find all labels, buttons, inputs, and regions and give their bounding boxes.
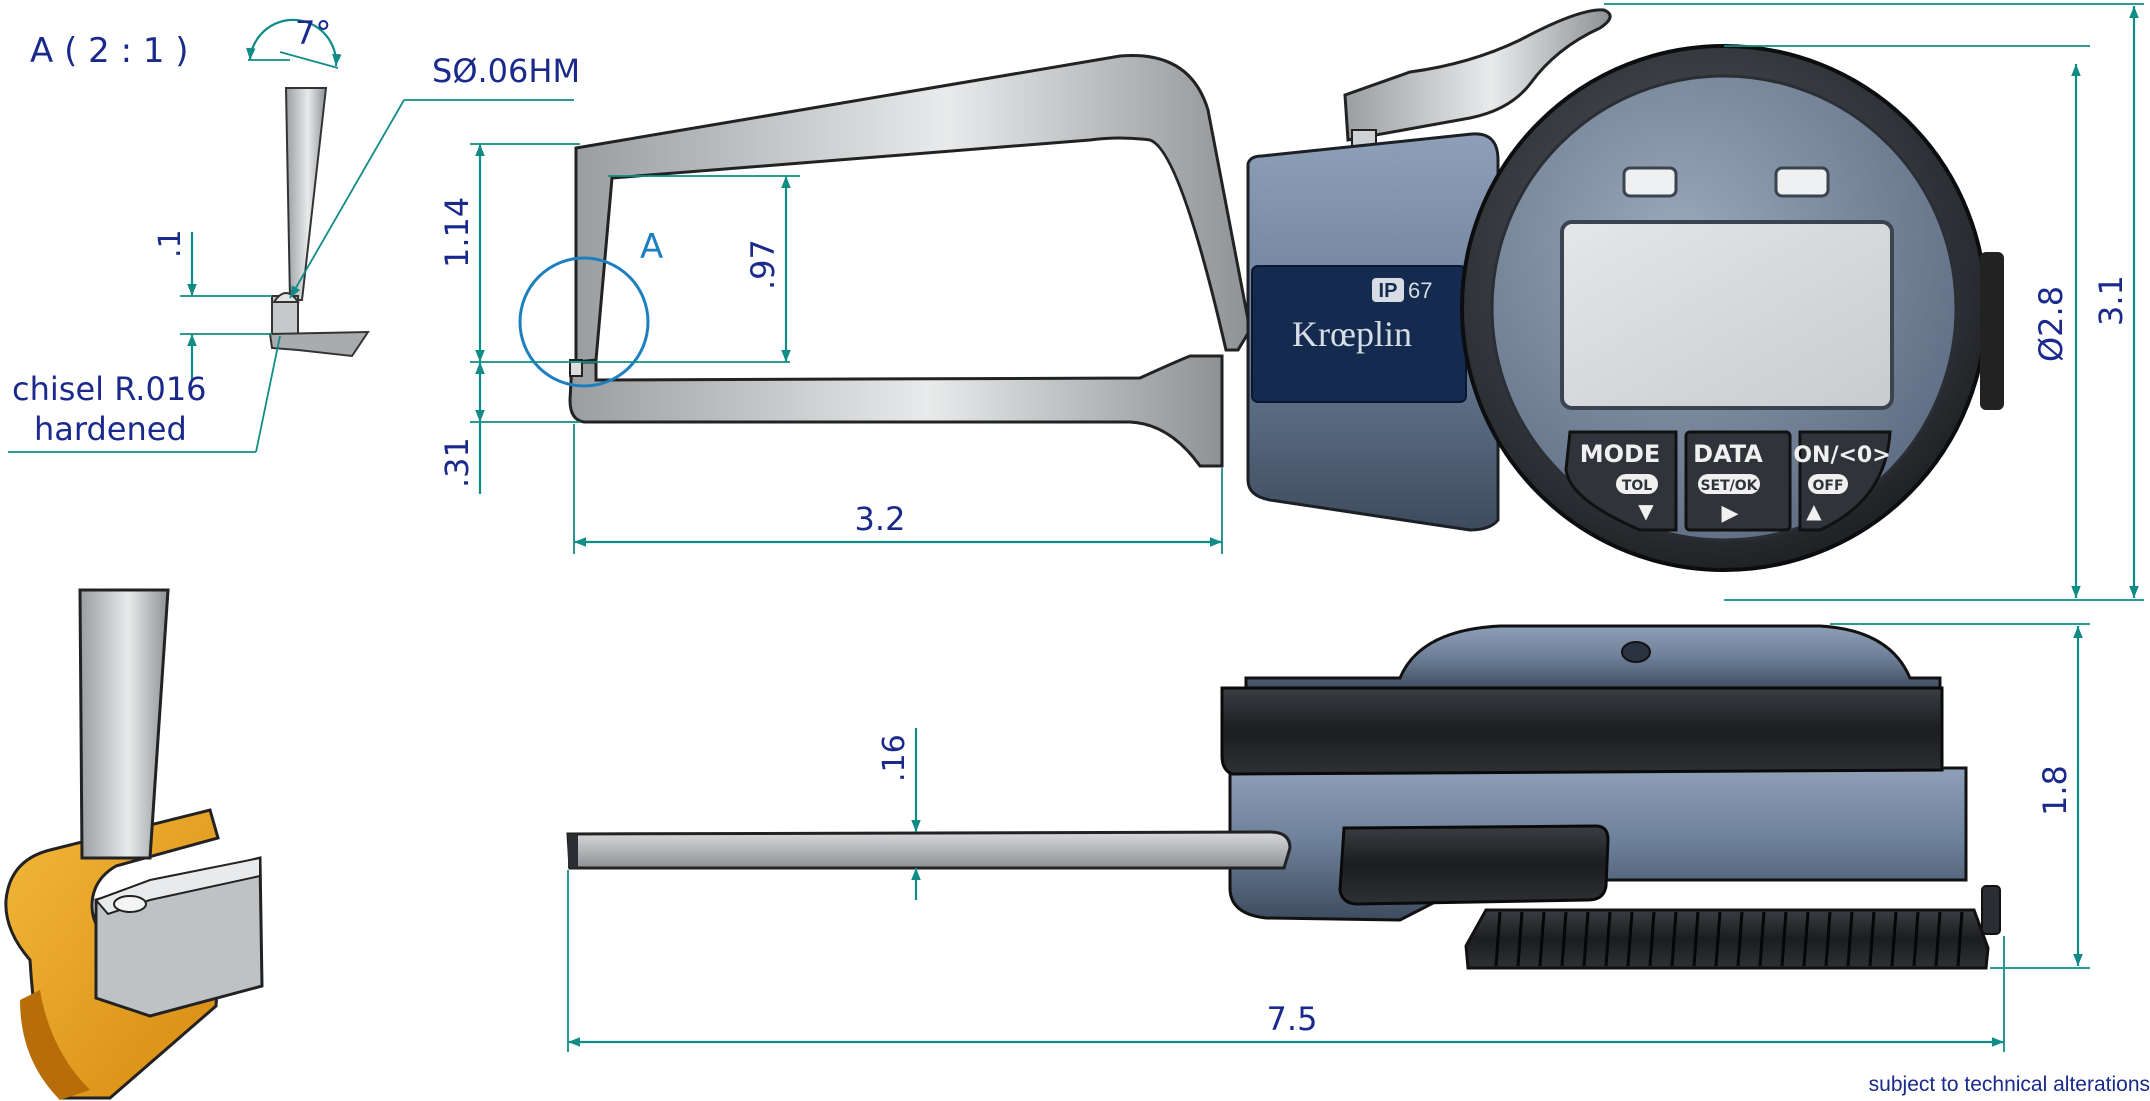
footer-note: subject to technical alterations [1868,1073,2150,1096]
dim-total-height: 3.1 [2092,275,2130,326]
ip-number: 67 [1408,278,1432,303]
angle-arc [246,18,342,67]
arm-clamp [1338,824,1610,906]
dim-total-length: 7.5 [1267,1000,1318,1038]
release-lever [1343,8,1612,142]
dim-dial-diameter: Ø2.8 [2032,286,2070,362]
on-off-button-sub: OFF [1812,478,1843,494]
tip-spec: SØ.06HM [432,52,580,90]
dim-jaw-inner: .97 [744,239,782,290]
data-button[interactable]: DATA SET/OK ▶ [1684,430,1792,532]
side-arm [566,830,1292,870]
ip-badge [1372,278,1404,302]
knurl-lines [1494,911,1964,967]
mode-button-sub: TOL [1622,478,1652,494]
side-button[interactable] [1980,252,2004,410]
indicator-led-left [1622,166,1678,198]
jaw-tip-blade [284,87,328,301]
detail-label: A ( 2 : 1 ) [30,31,189,71]
mode-button-sub-bg [1616,474,1658,494]
bezel-band [1220,686,1944,776]
right-arrow-icon: ▶ [1722,501,1739,526]
tip-leader [289,99,405,299]
tip-dim-value: .1 [153,229,188,258]
workpiece-shadow [20,990,90,1100]
data-button-label: DATA [1693,440,1763,468]
brand-name: Krœplin [1292,314,1412,354]
indicator-led-right [1774,166,1830,198]
angle-value: 7° [295,14,331,52]
data-button-sub-bg [1698,474,1760,494]
lower-contact-tip [569,359,583,377]
lcd-display [1560,220,1894,410]
jaw-foot [268,330,370,358]
mode-button[interactable]: MODE TOL ▼ [1564,430,1678,532]
chisel-text-2: hardened [34,410,187,448]
workpiece-illustration [4,588,264,1100]
mode-button-label: MODE [1580,440,1661,468]
chisel-leader [255,335,281,453]
jaw-upper-3d [78,588,170,860]
up-arrow-icon: ▲ [1806,499,1822,523]
dim-reach: 3.2 [855,500,906,538]
down-arrow-icon: ▼ [1638,499,1654,523]
dim-side-height: 1.8 [2036,765,2074,816]
on-off-button[interactable]: ON/<0> OFF ▲ [1793,430,1892,532]
contact-ball-3d [113,895,147,913]
arm-tip [568,834,578,868]
top-screw [1621,641,1651,663]
lower-arm [568,354,1224,468]
front-view: IP 67 Krœplin MODE TOL ▼ DATA SET/OK ▶ [438,3,2144,601]
detail-a: A ( 2 : 1 ) 7° SØ.06HM .1 chisel R.016 h… [8,14,580,453]
dim-jaw-total: 1.14 [438,197,476,268]
detail-circle [518,256,650,388]
dim-jaw-lower: .31 [438,437,476,488]
on-off-button-sub-bg [1808,474,1848,494]
data-button-sub: SET/OK [1700,478,1758,494]
upper-arm [574,53,1252,364]
side-view: .16 1.8 7.5 [566,623,2090,1052]
knurled-wheel [1464,908,1990,970]
ip-prefix: IP [1379,280,1398,302]
side-housing-top [1244,624,1942,692]
side-button-knob[interactable] [1981,885,2001,935]
on-off-button-label: ON/<0> [1793,443,1890,468]
detail-marker: A [640,227,663,267]
chisel-text-1: chisel R.016 [12,370,207,408]
dim-arm-thickness: .16 [877,734,912,782]
